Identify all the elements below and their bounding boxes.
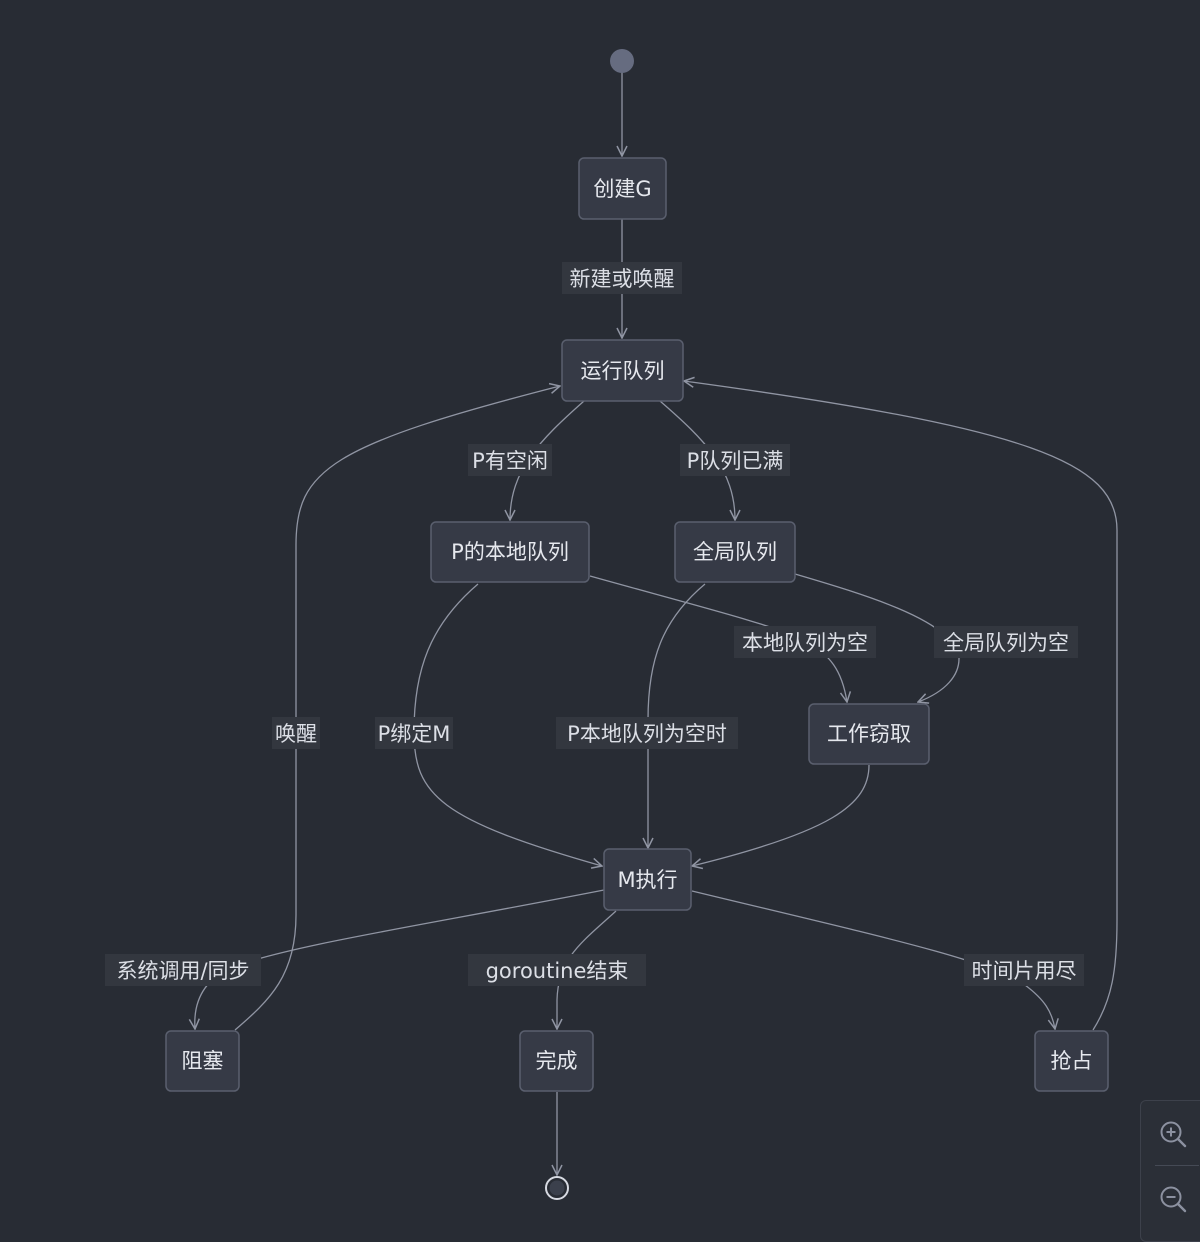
node-label: M执行 bbox=[617, 868, 677, 892]
edge-label-timeslice-used: 时间片用尽 bbox=[972, 959, 1077, 983]
end-state bbox=[545, 1176, 569, 1200]
edge-label-goroutine-end: goroutine结束 bbox=[486, 959, 629, 983]
edge-blocked-to-runqueue bbox=[234, 386, 560, 1031]
node-label: 工作窃取 bbox=[827, 722, 911, 746]
node-run-queue[interactable]: 运行队列 bbox=[561, 339, 684, 402]
node-label: 抢占 bbox=[1051, 1049, 1093, 1073]
zoom-divider bbox=[1155, 1165, 1199, 1166]
edge-mexec-to-blocked bbox=[195, 889, 605, 1029]
node-local-queue[interactable]: P的本地队列 bbox=[430, 521, 590, 583]
node-blocked[interactable]: 阻塞 bbox=[165, 1030, 240, 1092]
zoom-in-icon bbox=[1160, 1121, 1187, 1148]
node-label: 运行队列 bbox=[581, 359, 665, 383]
edge-preempt-to-runqueue bbox=[684, 381, 1118, 1031]
edge-steal-to-mexec bbox=[692, 764, 870, 866]
zoom-out-button[interactable] bbox=[1141, 1168, 1200, 1230]
node-label: P的本地队列 bbox=[451, 540, 569, 564]
edge-label-p-queue-full: P队列已满 bbox=[687, 449, 784, 473]
node-create-g[interactable]: 创建G bbox=[578, 157, 667, 220]
node-label: 全局队列 bbox=[693, 540, 777, 564]
edge-label-p-bind-m: P绑定M bbox=[378, 722, 451, 746]
node-label: 创建G bbox=[593, 177, 651, 201]
edge-label-global-empty: 全局队列为空 bbox=[943, 631, 1069, 655]
start-state bbox=[610, 49, 634, 73]
node-done[interactable]: 完成 bbox=[519, 1030, 594, 1092]
zoom-out-icon bbox=[1160, 1186, 1187, 1213]
edge-label-wake: 唤醒 bbox=[275, 722, 317, 746]
edge-label-new-or-wake: 新建或唤醒 bbox=[570, 267, 675, 291]
edge-label-syscall-sync: 系统调用/同步 bbox=[116, 959, 249, 983]
zoom-controls bbox=[1140, 1100, 1200, 1242]
node-m-exec[interactable]: M执行 bbox=[603, 848, 692, 911]
edge-label-p-local-empty-when: P本地队列为空时 bbox=[567, 722, 727, 746]
zoom-in-button[interactable] bbox=[1141, 1103, 1200, 1165]
node-label: 完成 bbox=[536, 1049, 578, 1073]
edge-label-p-idle: P有空闲 bbox=[472, 449, 548, 473]
edge-labels: 新建或唤醒 P有空闲 P队列已满 本地队列为空 全局队列为空 唤醒 P绑定M P… bbox=[105, 262, 1084, 986]
node-work-steal[interactable]: 工作窃取 bbox=[808, 703, 930, 765]
node-global-queue[interactable]: 全局队列 bbox=[674, 521, 796, 583]
node-preempt[interactable]: 抢占 bbox=[1034, 1030, 1109, 1092]
edges bbox=[195, 72, 1118, 1175]
edge-label-local-empty: 本地队列为空 bbox=[742, 631, 868, 655]
node-label: 阻塞 bbox=[182, 1049, 224, 1073]
edge-global-to-mexec bbox=[648, 583, 706, 848]
